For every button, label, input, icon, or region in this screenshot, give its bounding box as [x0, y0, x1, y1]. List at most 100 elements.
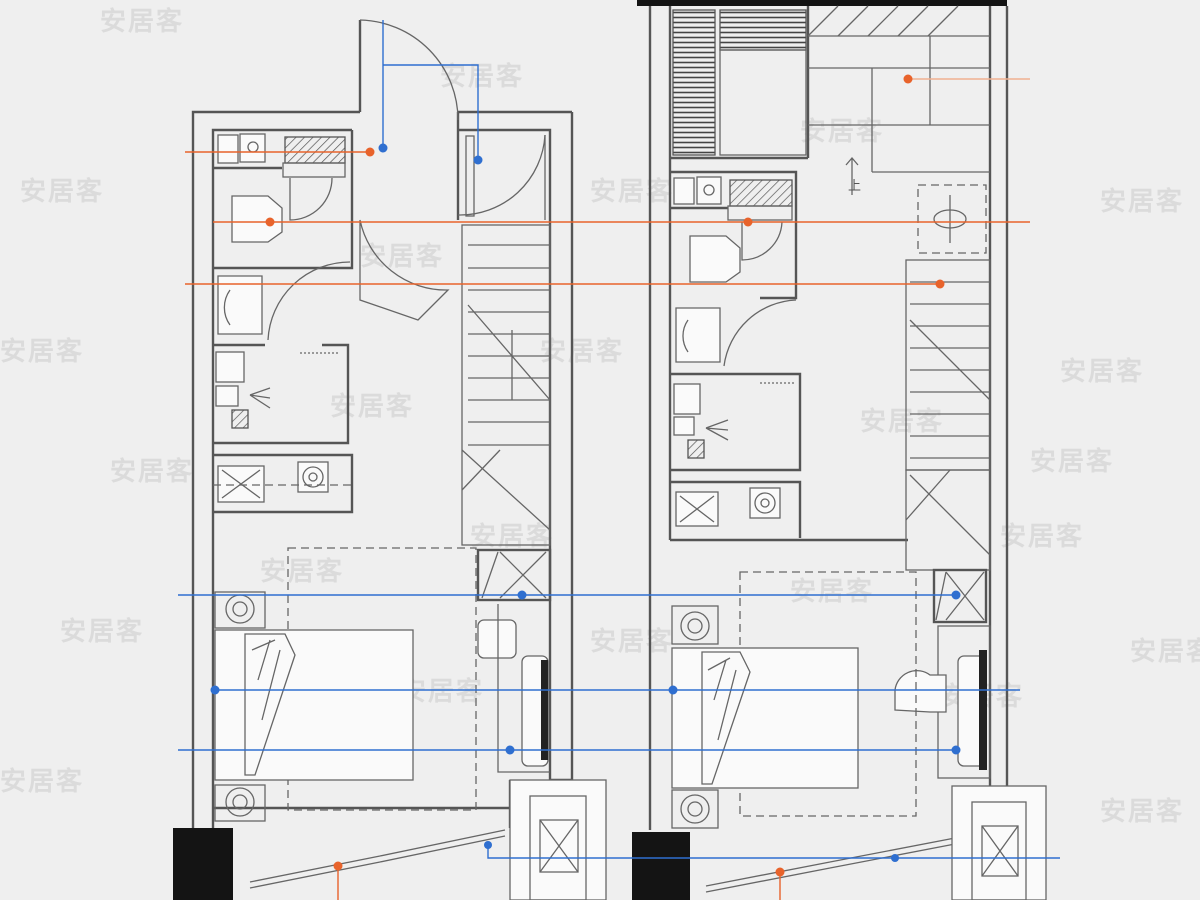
- watermark: 安居客: [1100, 796, 1184, 827]
- blue-marker: [484, 841, 492, 849]
- blue-marker: [891, 854, 899, 862]
- left-balcony-box: [509, 779, 607, 900]
- right-blanket-folds: [707, 657, 737, 741]
- left-kitchen-counter: [213, 453, 354, 514]
- orange-marker: [743, 217, 753, 227]
- right-bed-blanket: [701, 651, 751, 785]
- right-balcony-box: [951, 785, 1047, 900]
- left-stair-treads: [461, 244, 551, 531]
- left-shower-control: [215, 385, 239, 407]
- right-shower-fixture: [673, 383, 701, 415]
- right-nightstand: [671, 789, 719, 829]
- watermark: 安居客: [540, 336, 624, 367]
- left-entry-door: [359, 19, 459, 321]
- orange-marker: [775, 867, 785, 877]
- right-bathroom-door-swing: [741, 221, 783, 261]
- left-unit-plan: [173, 19, 607, 900]
- left-blanket-folds: [251, 639, 281, 721]
- left-basin-bowl: [223, 289, 231, 326]
- lamp-inner-icon: [687, 618, 703, 634]
- right-washing-machine: [673, 177, 695, 205]
- right-ac-unit: [932, 568, 988, 624]
- left-bed: [214, 629, 414, 781]
- watermark: 安居客: [1130, 636, 1200, 667]
- watermark: 安居客: [330, 391, 414, 422]
- left-sink-small: [239, 133, 266, 163]
- right-ac-vent: [935, 571, 947, 621]
- lamp-icon: [680, 611, 710, 641]
- watermark: 安居客: [800, 116, 884, 147]
- stove-burner-inner-icon: [760, 498, 770, 508]
- watermark: 安居客: [400, 676, 484, 707]
- right-unit-plan: 上: [632, 0, 1047, 900]
- right-drain: [687, 439, 705, 459]
- right-sink-cross: [679, 495, 715, 523]
- right-shoe-rack: [719, 9, 807, 51]
- watermark: 安居客: [440, 61, 524, 92]
- left-bathroom-door-swing: [289, 177, 333, 221]
- right-closet-shelf: [719, 49, 807, 156]
- left-bed-blanket: [244, 633, 296, 776]
- right-basin-bowl: [682, 319, 689, 353]
- lamp-inner-icon: [687, 801, 703, 817]
- right-wardrobe-hangers: [672, 9, 716, 156]
- watermark: 安居客: [1000, 521, 1084, 552]
- orange-marker: [265, 217, 275, 227]
- right-balcony-inner: [971, 801, 1027, 900]
- blue-marker: [473, 155, 483, 165]
- right-balcony-ac: [981, 825, 1019, 877]
- watermark: 安居客: [20, 176, 104, 207]
- blue-marker: [951, 590, 961, 600]
- left-staircase: [461, 224, 551, 546]
- watermark: 安居客: [100, 6, 184, 37]
- orange-marker: [333, 861, 343, 871]
- watermark: 安居客: [260, 556, 344, 587]
- right-staircase: [905, 259, 991, 471]
- watermark: 安居客: [470, 521, 554, 552]
- shower-spray-icon: [249, 387, 271, 409]
- right-toilet: [689, 235, 741, 283]
- stove-burner-icon: [302, 466, 324, 488]
- lamp-inner-icon: [232, 794, 248, 810]
- left-washing-machine: [217, 134, 239, 164]
- lamp-icon: [225, 787, 255, 817]
- shower-spray-icon: [705, 419, 729, 441]
- orange-marker: [365, 147, 375, 157]
- right-sink-small: [696, 176, 722, 205]
- left-toilet: [231, 195, 283, 243]
- annotation-dots: [210, 74, 961, 877]
- orange-marker: [903, 74, 913, 84]
- right-chair: [894, 670, 947, 713]
- blue-marker: [378, 143, 388, 153]
- left-column: [173, 828, 233, 900]
- left-closet-door-swing: [457, 134, 546, 216]
- right-ac-cross: [945, 571, 985, 621]
- right-nightstand: [671, 605, 719, 645]
- left-balcony-inner: [529, 795, 587, 900]
- left-sink-cross: [221, 469, 261, 499]
- left-balcony-cross: [539, 819, 579, 873]
- right-stair-treads: [905, 281, 991, 556]
- lamp-icon: [225, 594, 255, 624]
- blue-guide-line: [382, 20, 479, 160]
- right-loft-steps: [807, 5, 990, 173]
- right-stair-landing: [905, 469, 991, 571]
- left-window-rail: [249, 855, 381, 889]
- left-shelf: [282, 162, 346, 178]
- left-armchair: [477, 619, 517, 659]
- left-nightstand: [214, 591, 266, 629]
- watermark: 安居客: [0, 766, 84, 797]
- up-arrow-icon: [845, 157, 859, 195]
- stove-burner-inner-icon: [308, 472, 318, 482]
- watermark: 安居客: [360, 241, 444, 272]
- left-closet-rail: [465, 135, 475, 217]
- watermark: 安居客: [60, 616, 144, 647]
- right-window-rail: [829, 837, 956, 869]
- right-tv: [979, 650, 987, 770]
- blue-marker: [210, 685, 220, 695]
- watermark: 安居客: [790, 576, 874, 607]
- left-cabinet-outline: [497, 604, 550, 773]
- blue-marker: [668, 685, 678, 695]
- right-shelf: [727, 205, 793, 221]
